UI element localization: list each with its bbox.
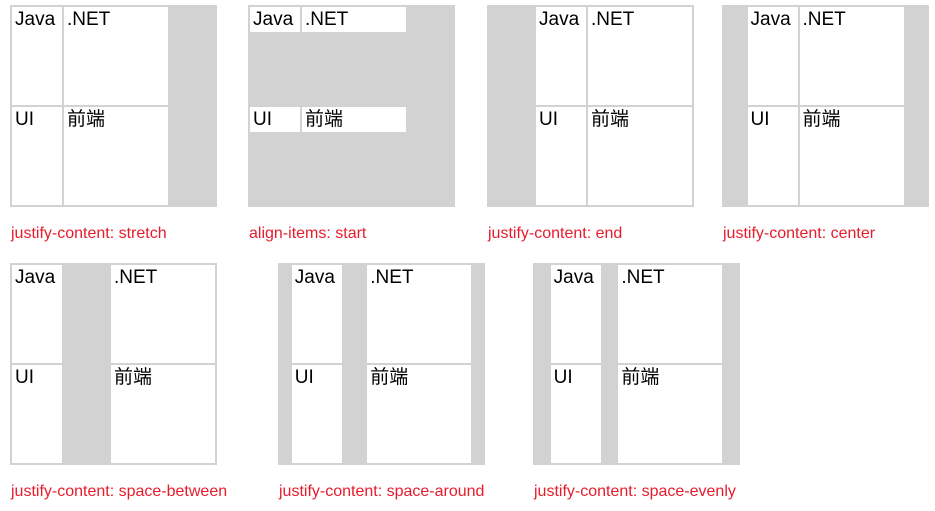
caption-align-items-start: align-items: start xyxy=(249,225,367,242)
grid-container-align-start: Java .NET UI 前端 xyxy=(248,5,455,207)
cell-frontend: 前端 xyxy=(367,365,472,463)
cell-ui: UI xyxy=(12,107,62,205)
cell-dotnet: .NET xyxy=(588,7,692,105)
cell-java: Java xyxy=(536,7,586,105)
cell-ui: UI xyxy=(12,365,62,463)
cell-dotnet: .NET xyxy=(367,265,472,363)
cell-dotnet: .NET xyxy=(111,265,215,363)
caption-justify-space-between: justify-content: space-between xyxy=(11,483,228,500)
demo-justify-end: Java .NET UI 前端 justify-content: end xyxy=(487,5,694,244)
cell-java: Java xyxy=(12,7,62,105)
grid-container-center: Java .NET UI 前端 xyxy=(722,5,929,207)
cell-dotnet: .NET xyxy=(799,7,904,105)
cell-java: Java xyxy=(250,7,300,32)
caption-justify-center: justify-content: center xyxy=(723,225,876,242)
cell-ui: UI xyxy=(250,107,300,132)
demo-align-items-start: Java .NET UI 前端 align-items: start xyxy=(248,5,455,244)
cell-frontend: 前端 xyxy=(588,107,692,205)
cell-ui: UI xyxy=(291,365,342,463)
cell-frontend: 前端 xyxy=(111,365,215,463)
demo-justify-space-evenly: Java .NET UI 前端 justify-content: space-e… xyxy=(533,263,740,502)
grid-container-space-around: Java .NET UI 前端 xyxy=(278,263,485,465)
cell-java: Java xyxy=(291,265,342,363)
caption-justify-end: justify-content: end xyxy=(488,225,623,242)
demo-justify-stretch: Java .NET UI 前端 justify-content: stretch xyxy=(10,5,217,244)
cell-frontend: 前端 xyxy=(618,365,723,463)
caption-justify-space-around: justify-content: space-around xyxy=(279,483,485,500)
cell-dotnet: .NET xyxy=(302,7,406,32)
caption-justify-space-evenly: justify-content: space-evenly xyxy=(534,483,736,500)
cell-ui: UI xyxy=(550,365,601,463)
grid-container-space-between: Java .NET UI 前端 xyxy=(10,263,217,465)
cell-frontend: 前端 xyxy=(799,107,904,205)
demo-justify-space-around: Java .NET UI 前端 justify-content: space-a… xyxy=(278,263,485,502)
cell-frontend: 前端 xyxy=(302,107,406,132)
demo-justify-space-between: Java .NET UI 前端 justify-content: space-b… xyxy=(10,263,227,502)
cell-frontend: 前端 xyxy=(64,107,168,205)
cell-dotnet: .NET xyxy=(64,7,168,105)
grid-container-space-evenly: Java .NET UI 前端 xyxy=(533,263,740,465)
cell-dotnet: .NET xyxy=(618,265,723,363)
grid-container-stretch: Java .NET UI 前端 xyxy=(10,5,217,207)
grid-container-end: Java .NET UI 前端 xyxy=(487,5,694,207)
cell-java: Java xyxy=(747,7,798,105)
cell-ui: UI xyxy=(747,107,798,205)
cell-ui: UI xyxy=(536,107,586,205)
caption-justify-stretch: justify-content: stretch xyxy=(11,225,167,242)
cell-java: Java xyxy=(550,265,601,363)
demo-justify-center: Java .NET UI 前端 justify-content: center xyxy=(722,5,929,244)
cell-java: Java xyxy=(12,265,62,363)
